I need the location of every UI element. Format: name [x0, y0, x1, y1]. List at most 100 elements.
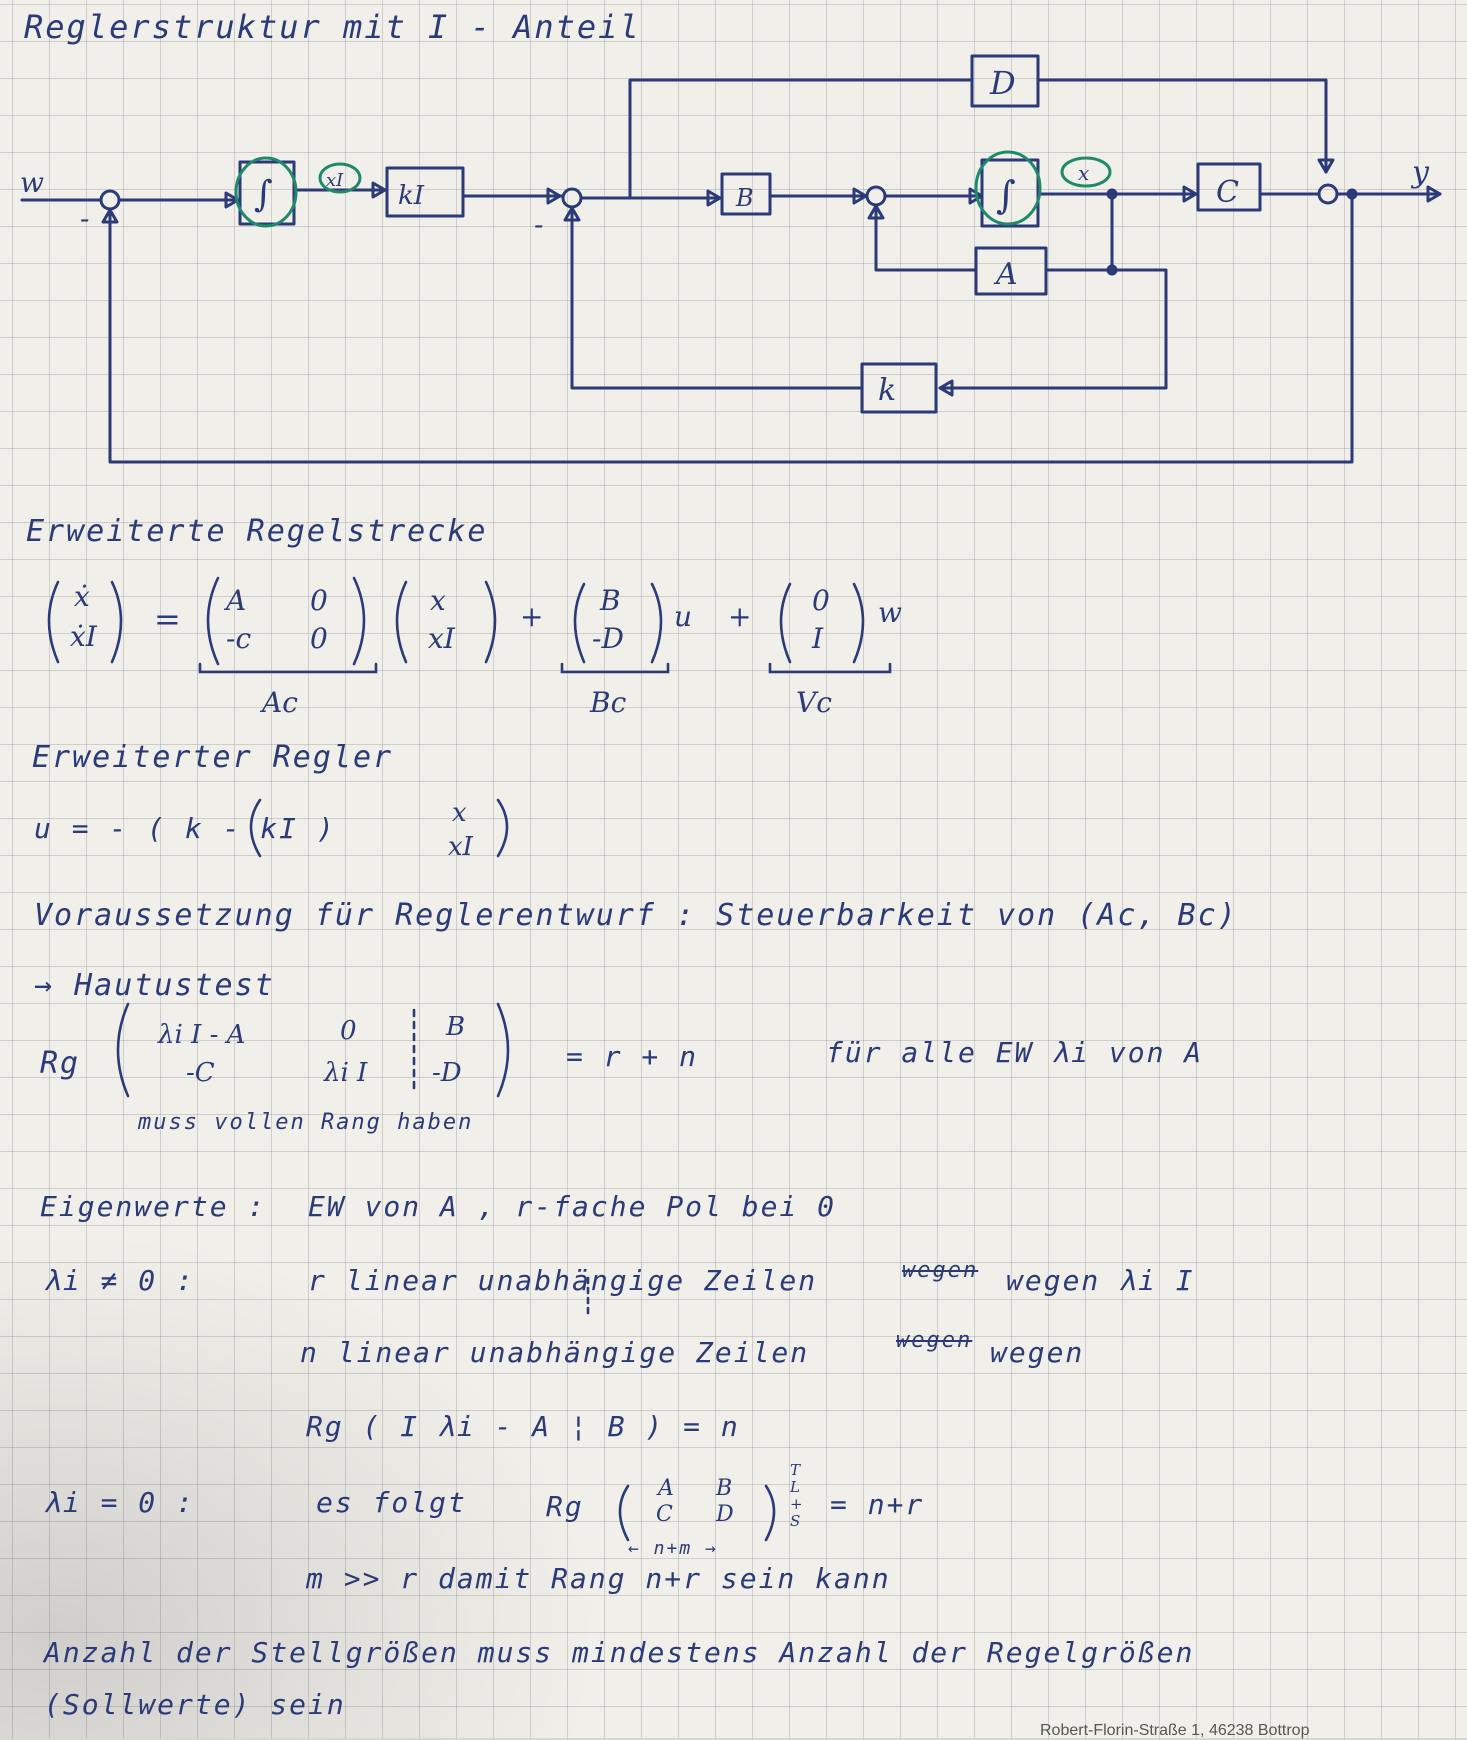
- case2-text: es folgt: [316, 1486, 467, 1519]
- B-label: B: [735, 184, 754, 212]
- rank-rhs: = r + n: [566, 1040, 699, 1073]
- Bc-bottom: -D: [592, 622, 624, 655]
- lhs-top: ẋ: [74, 580, 90, 613]
- case2-line2: m >> r damit Rang n+r sein kann: [306, 1562, 891, 1595]
- eigen-text: EW von A , r-fache Pol bei 0: [308, 1190, 837, 1223]
- highlight-circle: [234, 156, 298, 228]
- u-symbol: u: [674, 600, 693, 633]
- label-Bc: Bc: [590, 686, 627, 719]
- Vc-top: 0: [812, 584, 830, 617]
- w-symbol: w: [878, 596, 902, 629]
- label-Vc: Vc: [796, 686, 832, 719]
- D-label: D: [989, 64, 1016, 102]
- arrow-head: [1317, 158, 1335, 174]
- arrow-head: [224, 191, 240, 209]
- K-label: k: [878, 373, 896, 408]
- case1-line1-end: wegen λi I: [1006, 1264, 1195, 1297]
- arrow-head: [1426, 185, 1442, 203]
- voraussetzung-line: Voraussetzung für Reglerentwurf : Steuer…: [34, 898, 1238, 933]
- arrow-head: [867, 204, 885, 220]
- case1-line2: n linear unabhängige Zeilen: [300, 1336, 810, 1369]
- label-Ac: Ac: [262, 686, 298, 719]
- case1-label: λi ≠ 0 :: [44, 1264, 195, 1297]
- kI-block: [385, 166, 465, 218]
- plus-sign: +: [520, 600, 544, 633]
- regler-vec-bottom: xI: [448, 832, 473, 862]
- rank-symbol: Rg: [40, 1046, 81, 1081]
- equals-sign: =: [154, 600, 181, 638]
- m2-r1c2: B: [716, 1476, 733, 1501]
- shadow: [0, 1230, 600, 1738]
- Ac-r2c1: -c: [226, 622, 252, 655]
- arrow-head: [563, 206, 581, 222]
- Ac-r2c2: 0: [310, 622, 328, 655]
- vec-bottom: xI: [428, 622, 455, 655]
- conclusion-line1: Anzahl der Stellgrößen muss mindestens A…: [44, 1636, 1195, 1669]
- C-label: C: [1216, 175, 1239, 210]
- vec-top: x: [430, 584, 446, 617]
- footer-address: Robert-Florin-Straße 1, 46238 Bottrop: [1040, 1722, 1310, 1739]
- m2-r2c1: C: [656, 1502, 673, 1527]
- Ac-r1c1: A: [226, 584, 247, 617]
- section-heading: → Hautustest: [34, 968, 275, 1003]
- scribble: wegen: [896, 1328, 973, 1353]
- rank-note: muss vollen Rang haben: [138, 1110, 474, 1135]
- minus-sign: -: [534, 208, 543, 241]
- minus-sign: -: [80, 202, 89, 235]
- conclusion-line2: (Sollwerte) sein: [44, 1688, 346, 1721]
- highlight-circle: [974, 150, 1042, 226]
- matrix-width-note: ← n+m →: [628, 1538, 718, 1559]
- kI-label: kI: [398, 181, 425, 211]
- B-block: [720, 172, 772, 216]
- eigen-label: Eigenwerte :: [40, 1190, 267, 1223]
- matrix-r1c1: λi I - A: [158, 1020, 246, 1050]
- matrix-r1c3: B: [446, 1012, 466, 1042]
- signal-w: w: [20, 166, 44, 199]
- section-heading: Erweiterter Regler: [32, 740, 394, 775]
- page-title: Reglerstruktur mit I - Anteil: [24, 8, 641, 46]
- section-heading: Erweiterte Regelstrecke: [26, 514, 488, 549]
- Ac-r1c2: 0: [310, 584, 328, 617]
- signal-xI: xI: [326, 170, 344, 191]
- highlight-circle: [318, 162, 362, 194]
- regler-vec-top: x: [452, 798, 467, 828]
- arrow-head: [546, 187, 562, 205]
- Bc-top: B: [600, 584, 621, 617]
- plus-sign: +: [728, 600, 752, 633]
- Vc-bottom: I: [812, 622, 824, 655]
- arrow-head: [371, 181, 387, 199]
- lhs-bottom: ẋI: [70, 620, 97, 653]
- A-label: A: [993, 257, 1018, 292]
- integrator-label-1: ∫: [254, 174, 273, 215]
- matrix-r1c2: 0: [340, 1016, 357, 1046]
- arrow-head: [1182, 185, 1198, 203]
- matrix-r2c3: -D: [432, 1058, 462, 1088]
- case1-line2-end: wegen: [990, 1336, 1085, 1369]
- arrow-head: [938, 379, 954, 397]
- matrix-r2c1: -C: [186, 1058, 215, 1088]
- rank-symbol-2: Rg: [546, 1490, 584, 1523]
- regler-equation: u = - ( k - kI ): [34, 812, 336, 845]
- m2-r2c2: D: [716, 1502, 734, 1527]
- case1-line1: r linear unabhängige Zeilen: [308, 1264, 818, 1297]
- case2-rhs: = n+r: [830, 1488, 925, 1521]
- case2-label: λi = 0 :: [44, 1486, 195, 1519]
- highlight-circle: [1060, 156, 1112, 188]
- arrow-head: [101, 208, 119, 224]
- signal-y: y: [1410, 155, 1430, 190]
- arrow-head: [852, 187, 868, 205]
- arrow-head: [706, 189, 722, 207]
- integrator-block-1: [238, 160, 296, 226]
- case1-line3: Rg ( I λi - A ¦ B ) = n: [306, 1410, 740, 1443]
- signal-x: x: [1078, 161, 1089, 185]
- rank-condition: für alle EW λi von A: [826, 1036, 1204, 1069]
- m2-r1c1: A: [658, 1476, 674, 1501]
- C-block: [1196, 162, 1262, 212]
- matrix-side-dims: T L + S: [790, 1461, 803, 1530]
- integrator-label-2: ∫: [996, 173, 1016, 217]
- matrix-r2c2: λi I: [324, 1058, 368, 1088]
- scribble: wegen: [902, 1258, 979, 1283]
